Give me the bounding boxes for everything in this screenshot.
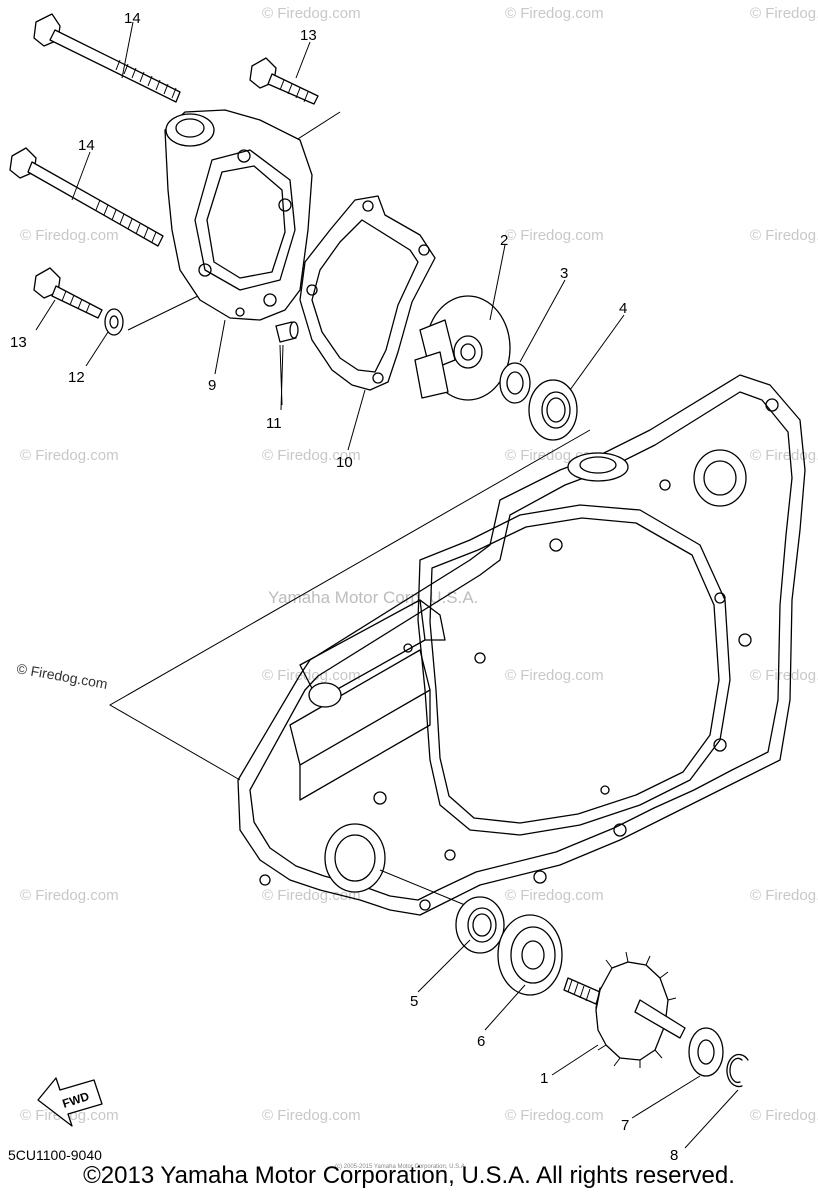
tiny-print: (c) 2005-2015 Yamaha Motor Corporation, …	[335, 1164, 467, 1170]
callout-5: 5	[410, 993, 418, 1010]
bolt-short	[249, 57, 319, 105]
callout-3: 3	[560, 265, 568, 282]
watermark-tile: © Firedog.com	[20, 1107, 119, 1124]
watermark-tile: © Firedog.com	[750, 1107, 818, 1124]
callout-12: 12	[68, 369, 85, 386]
watermark-tile: © Firedog.com	[505, 227, 604, 244]
bearing-large	[497, 914, 563, 996]
watermark-tile: © Firedog.com	[750, 887, 818, 904]
circlip	[726, 1053, 749, 1088]
watermark-tile: © Firedog.com	[20, 447, 119, 464]
watermark-tile: © Firedog.com	[262, 1107, 361, 1124]
watermark-tile: © Firedog.com	[262, 667, 361, 684]
callout-7: 7	[621, 1117, 629, 1134]
fwd-arrow: FWD	[37, 1077, 103, 1127]
callout-13: 13	[300, 27, 317, 44]
oil-seal	[499, 362, 531, 404]
callout-11: 11	[266, 415, 282, 432]
watermark-tile: © Firedog.com	[750, 227, 818, 244]
watermark-tile: © Firedog.com	[20, 227, 119, 244]
callout-8: 8	[670, 1147, 678, 1164]
callout-14: 14	[78, 137, 95, 154]
callout-2: 2	[500, 232, 508, 249]
impeller-shaft-gear	[563, 951, 686, 1068]
copyright-notice: ©2013 Yamaha Motor Corporation, U.S.A. A…	[83, 1162, 735, 1189]
washer	[688, 1027, 724, 1077]
corner-watermark: © Firedog.com	[15, 660, 108, 692]
bearing	[455, 896, 505, 954]
callout-4: 4	[619, 300, 627, 317]
watermark-tile: © Firedog.com	[505, 1107, 604, 1124]
watermark-tile: © Firedog.com	[262, 5, 361, 22]
callout-13: 13	[10, 334, 27, 351]
callout-leaders	[35, 21, 739, 1149]
watermark-tile: © Firedog.com	[505, 667, 604, 684]
water-pump-housing	[164, 109, 313, 321]
callout-10: 10	[336, 454, 353, 471]
callouts: 14 13 14 13 12 9 11 10 2 3 4 5 6 1 7 8	[10, 10, 678, 1164]
watermark-tile: © Firedog.com	[750, 5, 818, 22]
diagram-code: 5CU1100-9040	[8, 1147, 102, 1163]
impeller	[414, 295, 511, 401]
bolt-long	[33, 13, 181, 103]
watermark-tile: © Firedog.com	[20, 887, 119, 904]
oil-seal-outer	[528, 379, 578, 441]
watermark-tile: © Firedog.com	[262, 887, 361, 904]
watermark-tile: © Firedog.com	[505, 887, 604, 904]
washer-small	[104, 308, 124, 336]
bolt-long	[9, 147, 164, 247]
center-watermark: Yamaha Motor Corp. U.S.A.	[268, 588, 478, 607]
gasket	[299, 195, 436, 391]
callout-6: 6	[477, 1033, 485, 1050]
watermark-tile: © Firedog.com	[505, 5, 604, 22]
callout-14: 14	[124, 10, 141, 27]
callout-9: 9	[208, 377, 216, 394]
bolt-short	[33, 267, 103, 319]
watermark-tile: © Firedog.com	[750, 447, 818, 464]
watermark-tile: © Firedog.com	[262, 447, 361, 464]
watermark-tiles: © Firedog.com © Firedog.com © Firedog.co…	[20, 5, 818, 1124]
watermark-tile: © Firedog.com	[750, 667, 818, 684]
crankcase-cover	[237, 374, 806, 916]
callout-1: 1	[540, 1070, 548, 1087]
dowel-pin	[275, 321, 299, 343]
